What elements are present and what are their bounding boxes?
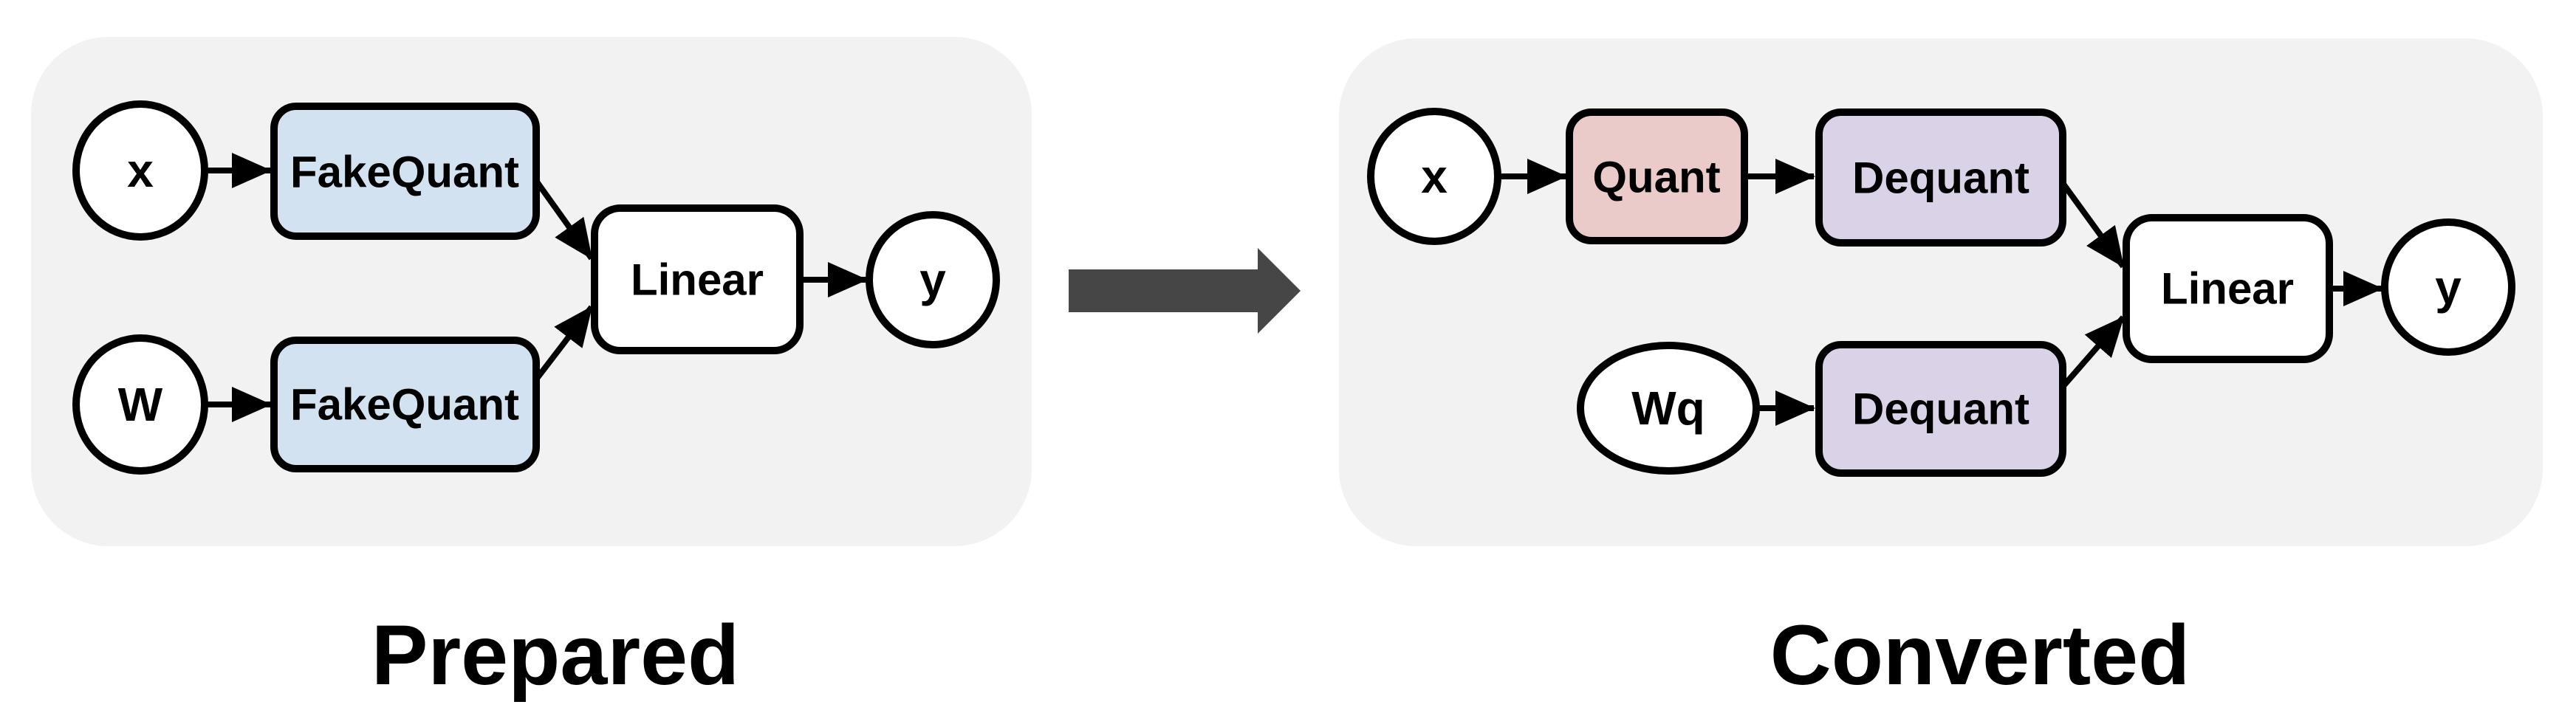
- prepared-input-fakequant-label: FakeQuant: [290, 148, 519, 197]
- edge-fakequant-to-linear-top: [533, 179, 595, 261]
- converted-caption: Converted: [1770, 608, 2190, 703]
- converted-input-dequant-node: [1815, 108, 2066, 247]
- prepared-output-node: [866, 211, 1000, 348]
- converted-linear-label: Linear: [2161, 264, 2294, 314]
- converted-weight-node: [1577, 342, 1760, 475]
- prepared-input-fakequant-node: [270, 103, 540, 240]
- prepared-weight-label: W: [118, 378, 163, 431]
- transition-arrow-icon: [1069, 248, 1301, 334]
- converted-output-label: y: [2435, 261, 2462, 314]
- converted-input-dequant-label: Dequant: [1852, 154, 2029, 203]
- prepared-weight-fakequant-label: FakeQuant: [290, 380, 519, 430]
- converted-input-label: x: [1421, 150, 1448, 203]
- prepared-caption: Prepared: [371, 608, 740, 703]
- prepared-output-label: y: [919, 253, 946, 306]
- converted-quant-label: Quant: [1592, 153, 1720, 202]
- converted-weight-dequant-node: [1815, 341, 2066, 477]
- converted-output-node: [2381, 218, 2515, 356]
- prepared-linear-label: Linear: [631, 255, 764, 305]
- prepared-weight-node: [72, 334, 208, 475]
- prepared-input-label: x: [127, 144, 154, 197]
- prepared-input-node: [72, 100, 208, 241]
- edge-dequant-to-linear-top: [2060, 181, 2126, 269]
- prepared-panel: x FakeQuant W FakeQuant Linear y Prepare…: [31, 37, 1032, 703]
- converted-panel: x Quant Dequant Wq Dequant Linear y Conv: [1339, 38, 2543, 703]
- prepared-weight-fakequant-node: [270, 337, 540, 472]
- edge-dequant-to-linear-bottom: [2060, 315, 2126, 389]
- edge-fakequant-to-linear-bottom: [533, 305, 595, 382]
- converted-weight-label: Wq: [1631, 382, 1705, 435]
- converted-input-node: [1367, 108, 1501, 245]
- converted-weight-dequant-label: Dequant: [1852, 385, 2029, 434]
